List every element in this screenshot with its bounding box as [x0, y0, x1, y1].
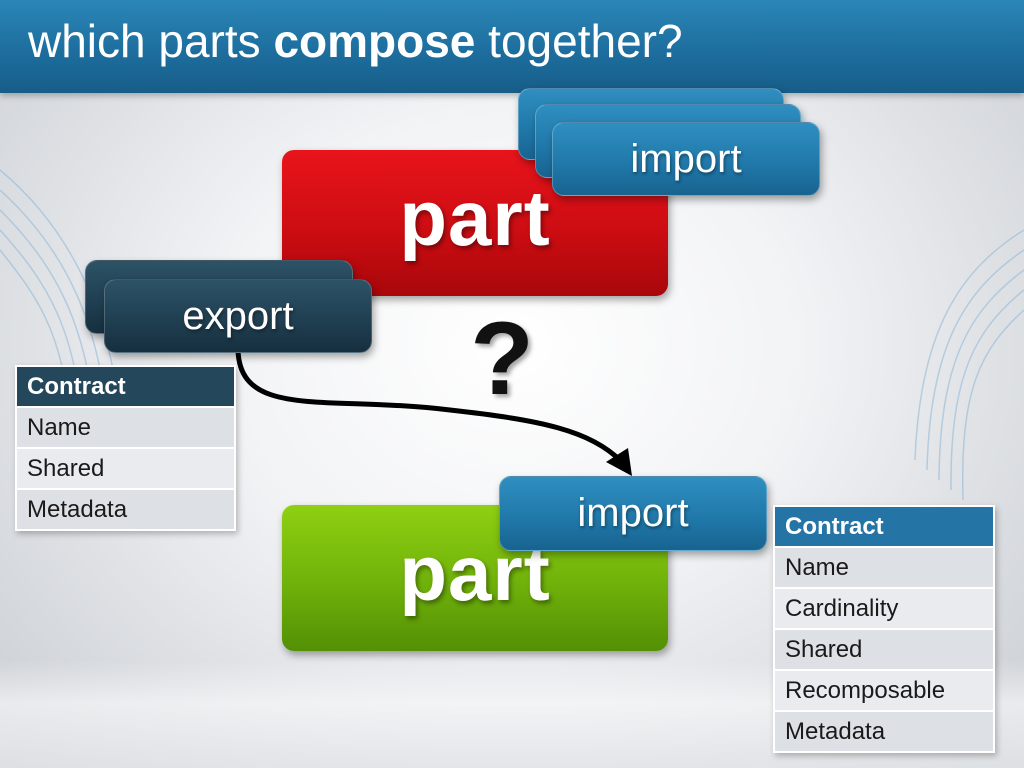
title-post: together?	[475, 15, 683, 67]
title-pre: which parts	[28, 15, 274, 67]
title-bold: compose	[273, 15, 476, 67]
import-box-top: import	[552, 122, 820, 196]
import-contract-table: Contract Name Cardinality Shared Recompo…	[773, 505, 995, 753]
import-contract-row: Shared	[773, 628, 995, 671]
export-contract-row: Name	[15, 406, 236, 449]
import-label-top: import	[630, 136, 742, 181]
export-contract-row: Metadata	[15, 488, 236, 531]
title-bar: which parts compose together?	[0, 0, 1024, 93]
import-contract-row: Metadata	[773, 710, 995, 753]
export-box: export	[104, 279, 372, 353]
export-contract-header: Contract	[15, 365, 236, 408]
question-mark: ?	[470, 301, 534, 417]
import-contract-row: Cardinality	[773, 587, 995, 630]
part-label-top: part	[399, 173, 551, 262]
import-contract-header: Contract	[773, 505, 995, 548]
export-contract-row: Shared	[15, 447, 236, 490]
import-box-bottom: import	[499, 476, 767, 551]
export-contract-table: Contract Name Shared Metadata	[15, 365, 236, 531]
import-label-bottom: import	[577, 491, 689, 535]
import-contract-row: Name	[773, 546, 995, 589]
export-label: export	[182, 293, 294, 338]
slide-title: which parts compose together?	[28, 14, 683, 68]
import-contract-row: Recomposable	[773, 669, 995, 712]
